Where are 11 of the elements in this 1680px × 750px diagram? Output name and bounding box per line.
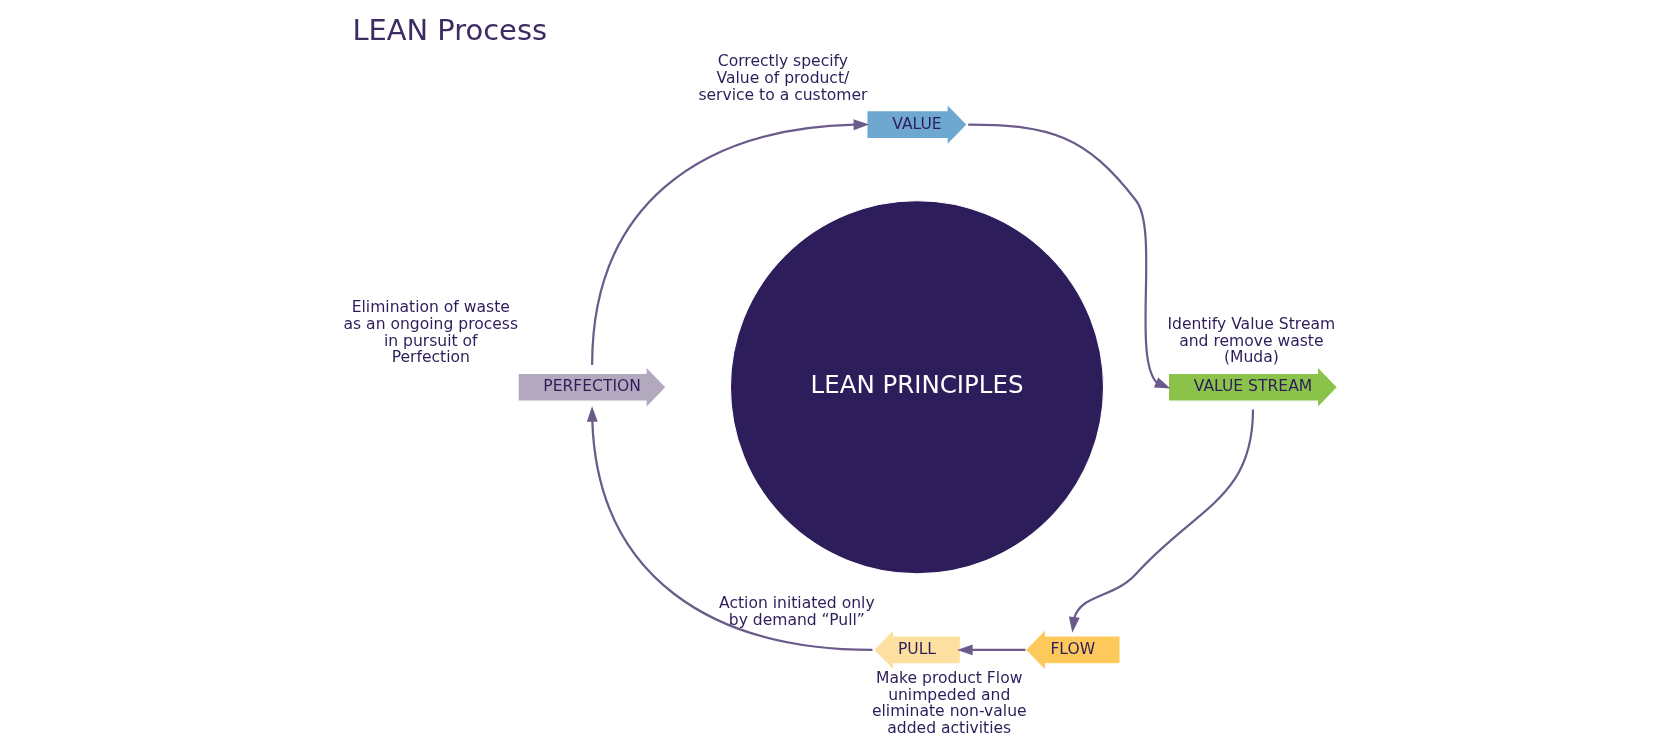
node-label: Identify Value Stream and remove waste (Muda) bbox=[1166, 315, 1335, 367]
arrow bbox=[586, 406, 873, 651]
node-label: Correctly specify Value of product/ service to a customer bbox=[697, 52, 867, 104]
arrow bbox=[967, 123, 1170, 389]
arrow bbox=[590, 119, 869, 366]
node-label: Elimination of waste as an ongoing process in pursuit of Perfection bbox=[343, 298, 518, 367]
arrow bbox=[956, 644, 1025, 656]
node-label: Action initiated only by demand “Pull” bbox=[718, 594, 875, 630]
node-circle: LEAN PRINCIPLES bbox=[729, 200, 1104, 575]
arrow bbox=[1068, 409, 1254, 633]
diagram-title: LEAN Process bbox=[351, 13, 547, 48]
